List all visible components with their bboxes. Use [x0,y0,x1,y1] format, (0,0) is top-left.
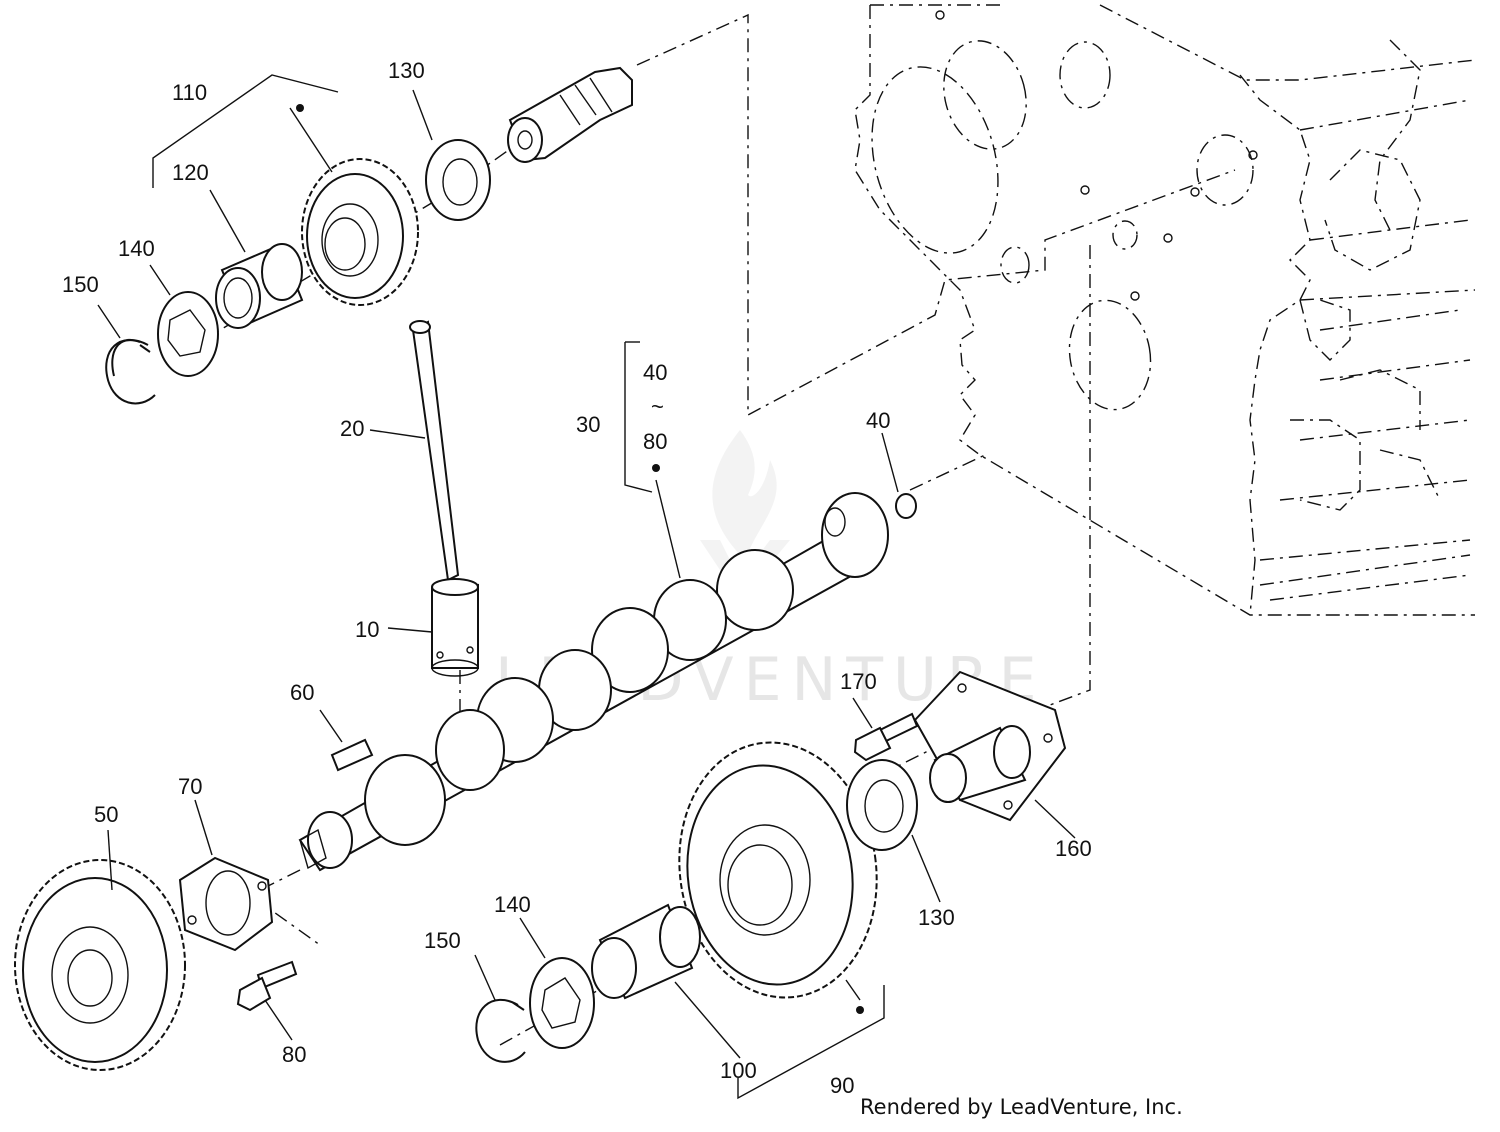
callout-110: 110 [172,80,207,105]
part-bushing-top [215,243,304,329]
footer-credit: Rendered by LeadVenture, Inc. [860,1095,1183,1119]
callout-30: 30 [576,412,600,437]
part-thrust-washer-top [425,139,491,221]
part-thrust-washer-140-bottom [529,957,595,1049]
callout-labels: 110 130 120 140 150 20 10 30 40 ~ 80 40 … [62,58,1092,1098]
part-camshaft [298,492,889,872]
callout-60: 60 [290,680,314,705]
part-tappet [431,578,479,677]
engine-block [854,4,1476,616]
part-bolt-80 [236,960,298,1012]
callout-150-top: 150 [62,272,99,297]
callout-150-bottom: 150 [424,928,461,953]
callout-130-top: 130 [388,58,425,83]
callout-90: 90 [830,1073,854,1098]
callout-80-range-bottom: 80 [643,429,667,454]
callout-80: 80 [282,1042,306,1067]
part-snap-ring-bottom [475,999,526,1063]
part-push-rod [409,320,460,582]
part-cam-gear [14,859,186,1071]
callout-160: 160 [1055,836,1092,861]
callout-120: 120 [172,160,209,185]
part-sleeve-top [507,66,633,163]
part-key [330,738,374,772]
leader-lines [97,74,1076,1100]
part-thrust-washer-bottom [846,759,918,851]
callout-40: 40 [866,408,890,433]
callout-70: 70 [178,774,202,799]
part-bushing-bottom [591,903,701,1000]
callout-170: 170 [840,669,877,694]
callout-50: 50 [94,802,118,827]
callout-130-bottom: 130 [918,905,955,930]
callout-range-tilde: ~ [651,394,664,419]
part-idler-shaft [913,670,1067,822]
part-idler-gear-top [301,158,419,306]
callout-140-top: 140 [118,236,155,261]
part-thrust-plate [178,856,274,952]
callout-10: 10 [355,617,379,642]
part-bolt-170 [853,712,919,762]
part-thrust-washer-140-top [157,291,219,377]
callout-20: 20 [340,416,364,441]
callout-40-range-top: 40 [643,360,667,385]
callout-100: 100 [720,1058,757,1083]
part-snap-ring-top [105,339,156,405]
part-plug [895,493,917,519]
callout-140-bottom: 140 [494,892,531,917]
part-idler-gear-bottom [678,741,878,999]
